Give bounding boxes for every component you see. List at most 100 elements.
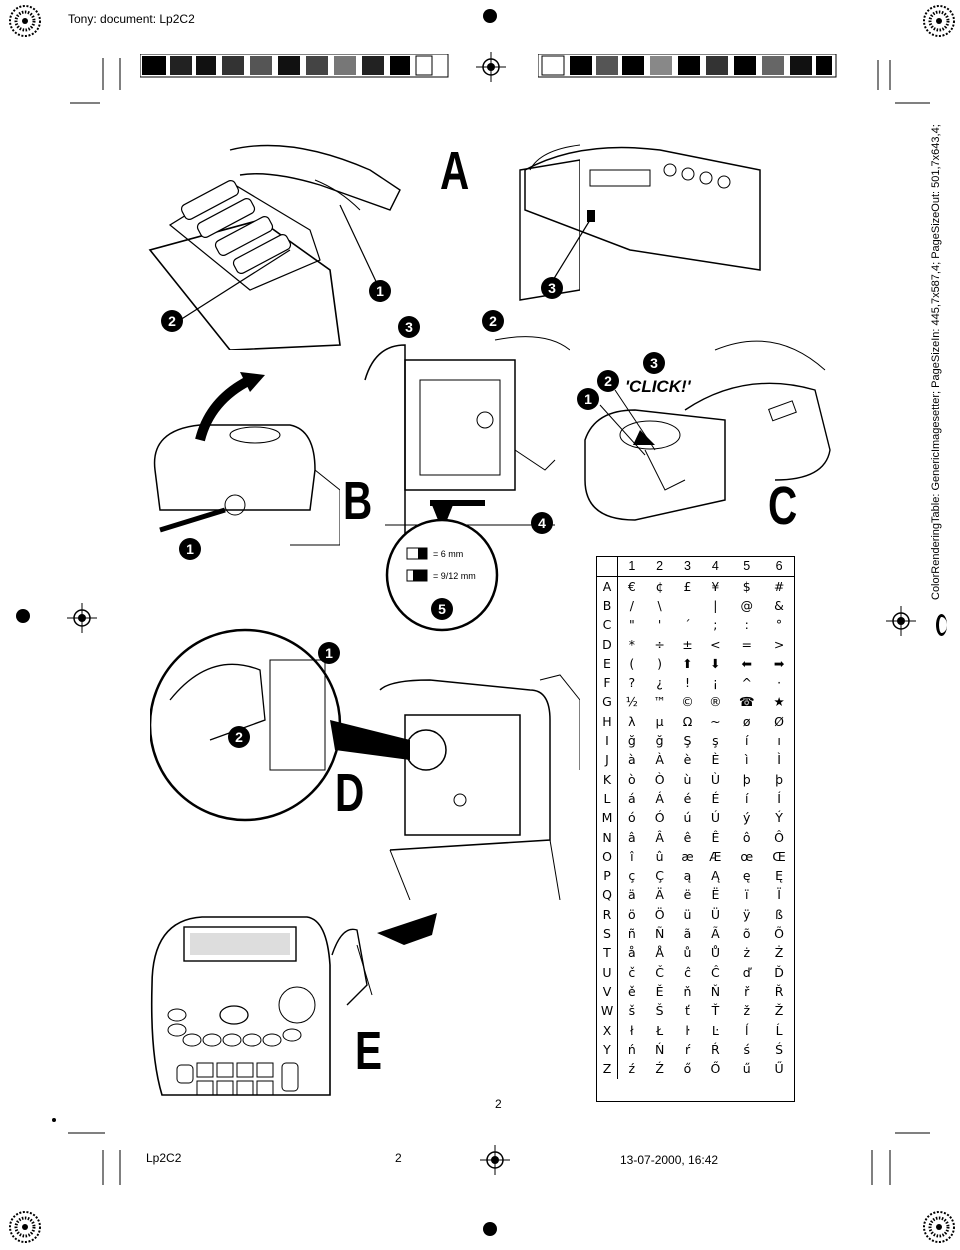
- char-cell: Ę: [775, 868, 783, 884]
- char-cell: ø: [742, 713, 751, 729]
- char-cell: þ: [742, 771, 751, 787]
- char-cell: Ö: [654, 906, 665, 922]
- char-cell: ½: [625, 694, 638, 710]
- char-cell: ÿ: [743, 906, 751, 922]
- figure-b-left-illustration: [153, 372, 340, 546]
- char-cell: Ş: [683, 733, 692, 749]
- char-cell: ş: [712, 733, 719, 749]
- row-label: Q: [597, 886, 618, 906]
- click-text: 'CLICK!': [625, 377, 691, 396]
- char-cell: Ø: [774, 713, 784, 729]
- char-cell: Ź: [655, 1061, 664, 1077]
- char-cell: ß: [775, 906, 783, 922]
- char-cell: ł: [630, 1022, 634, 1038]
- row-label: R: [597, 905, 618, 925]
- char-cell: ŕ: [684, 1041, 691, 1057]
- char-cell: Ì: [777, 752, 781, 768]
- char-cell: ⬅: [741, 655, 752, 671]
- char-cell: Ű: [774, 1061, 784, 1077]
- footer-page: 2: [395, 1151, 402, 1165]
- char-cell: #: [773, 578, 785, 594]
- char-cell: @: [740, 597, 753, 613]
- row-label: D: [597, 635, 618, 655]
- char-cell: ö: [628, 906, 636, 922]
- row-label: E: [597, 654, 618, 674]
- char-cell: Ť: [711, 1003, 720, 1019]
- char-cell: ğ: [627, 733, 636, 749]
- char-cell: ¡: [712, 675, 718, 691]
- job-title: Tony: document: Lp2C2: [68, 12, 195, 26]
- char-cell: ú: [683, 810, 692, 826]
- char-cell: Œ: [772, 848, 786, 864]
- char-table-border: [596, 556, 795, 1102]
- figure-a-letter: A: [440, 141, 470, 201]
- char-cell: Ü: [710, 906, 720, 922]
- figure-c-callout-3: 3: [643, 352, 665, 374]
- char-cell: <: [710, 636, 721, 652]
- char-cell: Ń: [654, 1041, 665, 1057]
- column-header: 5: [729, 557, 765, 578]
- char-cell: \: [657, 597, 662, 613]
- char-cell: ¢: [655, 578, 664, 594]
- char-cell: š: [628, 1003, 636, 1019]
- row-label: X: [597, 1021, 618, 1041]
- char-cell: å: [628, 945, 636, 961]
- char-cell: é: [683, 790, 692, 806]
- char-cell: ž: [743, 1003, 750, 1019]
- column-header: 3: [673, 557, 702, 578]
- char-cell: ť: [685, 1003, 690, 1019]
- registration-wheel-icon: [923, 5, 955, 37]
- figure-a-illustration: [148, 144, 580, 350]
- char-cell: è: [683, 752, 692, 768]
- char-cell: ➡: [773, 655, 785, 671]
- char-cell: ã: [683, 926, 692, 942]
- char-cell: ": [628, 617, 635, 633]
- row-label: C: [597, 615, 618, 636]
- figure-b-callout-3: 3: [398, 316, 420, 338]
- figure-b-letter: B: [343, 471, 373, 531]
- figure-c-callout-1: 1: [577, 388, 599, 410]
- char-cell: ★: [773, 694, 785, 710]
- char-cell: Ú: [710, 810, 720, 826]
- figure-c-callout-2: 2: [597, 370, 619, 392]
- char-cell: ı: [777, 733, 781, 749]
- char-cell: ñ: [627, 926, 636, 942]
- char-cell: ĺ: [744, 1022, 749, 1038]
- char-cell: ğ: [655, 733, 664, 749]
- char-cell: ): [657, 655, 663, 671]
- small-dot: [52, 1118, 56, 1122]
- char-cell: È: [711, 752, 720, 768]
- char-cell: Ě: [655, 983, 664, 999]
- row-label: S: [597, 924, 618, 944]
- char-cell: õ: [742, 926, 751, 942]
- char-cell: ÷: [654, 636, 665, 652]
- char-cell: æ: [681, 848, 694, 864]
- char-cell: Ó: [654, 810, 665, 826]
- char-table-header-row: 1 2 3 4 5 6: [597, 557, 794, 578]
- char-cell: ü: [683, 906, 692, 922]
- tape-label-9-12mm: = 9/12 mm: [433, 571, 476, 581]
- char-cell: ê: [683, 829, 692, 845]
- char-cell: â: [628, 829, 636, 845]
- char-cell: í: [744, 790, 749, 806]
- char-cell: !: [685, 675, 691, 691]
- row-label: M: [597, 808, 618, 829]
- char-cell: ì: [744, 752, 749, 768]
- figure-a-callout-2: 2: [161, 310, 183, 332]
- char-cell: ż: [743, 945, 750, 961]
- char-cell: ĉ: [684, 964, 691, 980]
- char-cell: ń: [627, 1041, 636, 1057]
- char-cell: ?: [628, 675, 636, 691]
- char-cell: î: [630, 848, 634, 864]
- char-cell: Å: [655, 945, 664, 961]
- char-cell: Â: [655, 829, 664, 845]
- char-cell: Ő: [710, 1061, 721, 1077]
- char-cell: ů: [683, 945, 692, 961]
